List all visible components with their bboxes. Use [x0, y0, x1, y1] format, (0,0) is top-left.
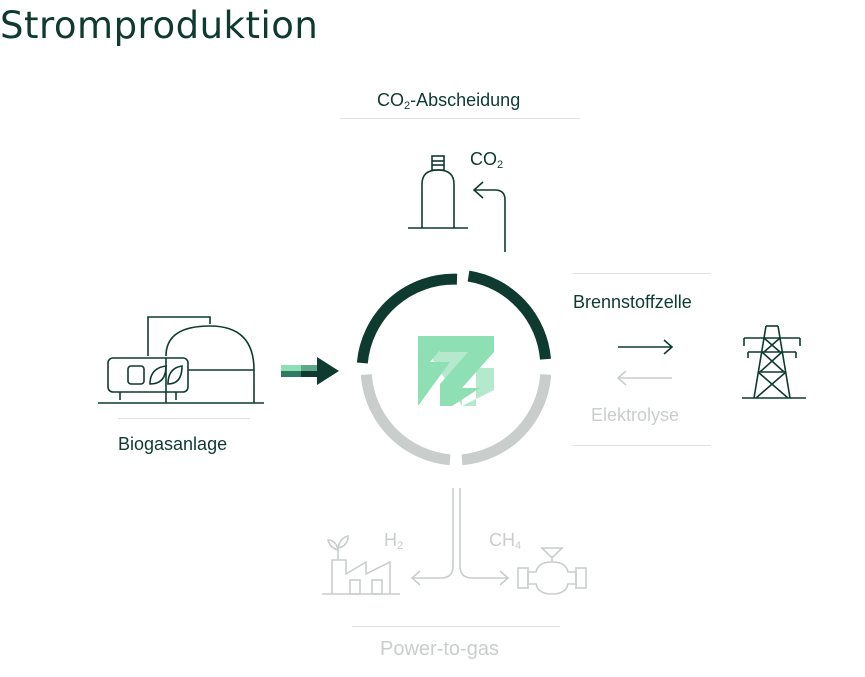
page-title: Stromproduktion	[0, 4, 319, 47]
process-ring	[356, 270, 552, 466]
hydrogen-label: H2	[384, 530, 404, 552]
power-to-gas-branch	[410, 488, 510, 586]
gas-tank-icon	[408, 155, 468, 229]
biogas-divider	[118, 418, 250, 419]
ring-segment-bottom-right	[461, 374, 552, 466]
fuel-cell-top-divider	[573, 273, 711, 274]
lightning-logo-icon	[418, 336, 494, 406]
biogas-label: Biogasanlage	[118, 434, 228, 454]
electrolysis-label: Elektrolyse	[591, 405, 680, 425]
co2-arrow	[472, 181, 506, 252]
methane-label: CH4	[489, 530, 522, 552]
electrolysis-bottom-divider	[573, 445, 711, 446]
co2-capture-divider	[340, 118, 580, 119]
biogas-input-arrow	[281, 357, 339, 385]
co2-tank-label: CO2	[470, 149, 504, 171]
power-to-gas-divider	[352, 626, 560, 627]
ring-segment-top-left	[356, 273, 458, 364]
factory-icon	[322, 534, 400, 595]
fuel-cell-arrow	[618, 339, 674, 355]
power-pylon-icon	[742, 325, 806, 399]
fuel-cell-label: Brennstoffzelle	[573, 292, 692, 312]
ring-segment-bottom-left	[360, 374, 451, 466]
power-to-gas-label: Power-to-gas	[380, 638, 499, 660]
co2-capture-label: CO2-Abscheidung	[377, 90, 521, 112]
gas-valve-icon	[517, 547, 587, 595]
electrolysis-arrow	[616, 370, 672, 386]
biogas-plant-icon	[98, 316, 264, 404]
ring-segment-top-right	[467, 270, 551, 360]
